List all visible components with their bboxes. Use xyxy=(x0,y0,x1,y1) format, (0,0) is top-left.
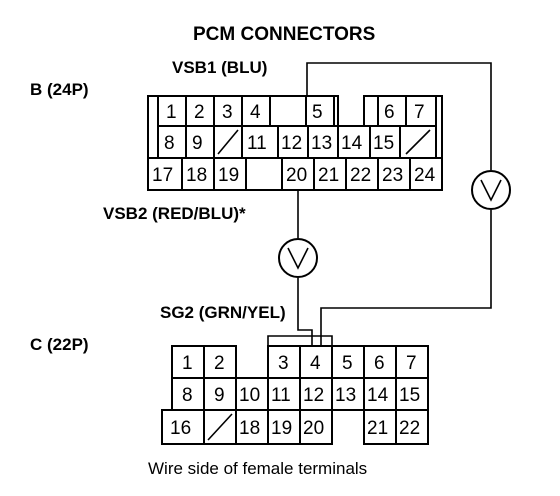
svg-text:23: 23 xyxy=(382,165,403,186)
connector-b-row-2: 8 9 11 12 13 14 15 xyxy=(157,125,437,159)
svg-text:13: 13 xyxy=(335,385,356,406)
svg-text:5: 5 xyxy=(312,102,323,123)
svg-text:15: 15 xyxy=(399,385,420,406)
svg-text:19: 19 xyxy=(271,418,292,439)
svg-text:7: 7 xyxy=(406,353,417,374)
svg-text:1: 1 xyxy=(182,353,193,374)
connector-c-key xyxy=(267,335,333,346)
voltmeter-icon xyxy=(471,170,511,210)
svg-text:21: 21 xyxy=(367,418,388,439)
wiring xyxy=(297,62,492,352)
svg-text:3: 3 xyxy=(222,102,233,123)
voltmeter-right xyxy=(471,170,511,210)
svg-text:24: 24 xyxy=(414,165,436,186)
connector-c-row-2: 8 9 10 11 12 13 14 15 xyxy=(171,377,429,411)
svg-text:20: 20 xyxy=(303,418,324,439)
svg-text:4: 4 xyxy=(250,102,261,123)
svg-text:12: 12 xyxy=(281,133,302,154)
svg-text:9: 9 xyxy=(214,385,225,406)
svg-text:8: 8 xyxy=(182,385,193,406)
svg-text:13: 13 xyxy=(311,133,332,154)
svg-text:2: 2 xyxy=(214,353,225,374)
svg-text:11: 11 xyxy=(271,385,291,406)
svg-text:9: 9 xyxy=(192,133,203,154)
connector-c-label: C (22P) xyxy=(30,335,89,354)
svg-text:21: 21 xyxy=(318,165,339,186)
svg-text:14: 14 xyxy=(367,385,389,406)
svg-text:15: 15 xyxy=(373,133,394,154)
svg-text:6: 6 xyxy=(384,102,395,123)
svg-text:7: 7 xyxy=(414,102,425,123)
svg-text:12: 12 xyxy=(303,385,324,406)
connector-c: 1 2 3 4 5 6 7 8 9 10 11 12 13 14 15 16 xyxy=(161,335,429,445)
sg2-label: SG2 (GRN/YEL) xyxy=(160,303,286,322)
connector-b-label: B (24P) xyxy=(30,80,89,99)
svg-text:1: 1 xyxy=(166,102,177,123)
connector-b: 1 2 3 4 5 6 7 8 9 11 12 13 14 15 17 xyxy=(147,95,443,191)
diagram-title: PCM CONNECTORS xyxy=(193,24,375,45)
svg-text:11: 11 xyxy=(247,133,267,154)
connector-c-row-3: 16 18 19 20 21 22 xyxy=(161,409,429,445)
voltmeter-b xyxy=(278,238,318,278)
wire-sg2 xyxy=(297,304,313,352)
svg-text:4: 4 xyxy=(310,353,321,374)
vsb2-label: VSB2 (RED/BLU)* xyxy=(103,204,246,223)
caption: Wire side of female terminals xyxy=(148,459,367,478)
connector-b-row-3: 17 18 19 20 21 22 23 24 xyxy=(147,157,443,191)
svg-text:10: 10 xyxy=(239,385,260,406)
svg-text:22: 22 xyxy=(350,165,371,186)
voltmeter-icon xyxy=(278,238,318,278)
svg-text:2: 2 xyxy=(194,102,205,123)
svg-text:19: 19 xyxy=(218,165,239,186)
svg-text:18: 18 xyxy=(239,418,260,439)
svg-text:17: 17 xyxy=(152,165,173,186)
meter-v-glyph xyxy=(287,247,309,270)
meter-v-glyph xyxy=(480,179,502,202)
wire-right-return xyxy=(320,210,492,352)
svg-text:5: 5 xyxy=(342,353,353,374)
wire-vsb1 xyxy=(306,62,492,170)
svg-text:8: 8 xyxy=(164,133,175,154)
connector-c-row-1: 1 2 3 4 5 6 7 xyxy=(171,345,429,379)
vsb1-label: VSB1 (BLU) xyxy=(172,58,267,77)
connector-b-row-1: 1 2 3 4 5 6 7 xyxy=(157,95,437,127)
svg-text:18: 18 xyxy=(186,165,207,186)
svg-text:20: 20 xyxy=(286,165,307,186)
svg-text:3: 3 xyxy=(278,353,289,374)
svg-text:6: 6 xyxy=(374,353,385,374)
svg-text:22: 22 xyxy=(399,418,420,439)
svg-text:14: 14 xyxy=(341,133,363,154)
svg-text:16: 16 xyxy=(170,418,191,439)
